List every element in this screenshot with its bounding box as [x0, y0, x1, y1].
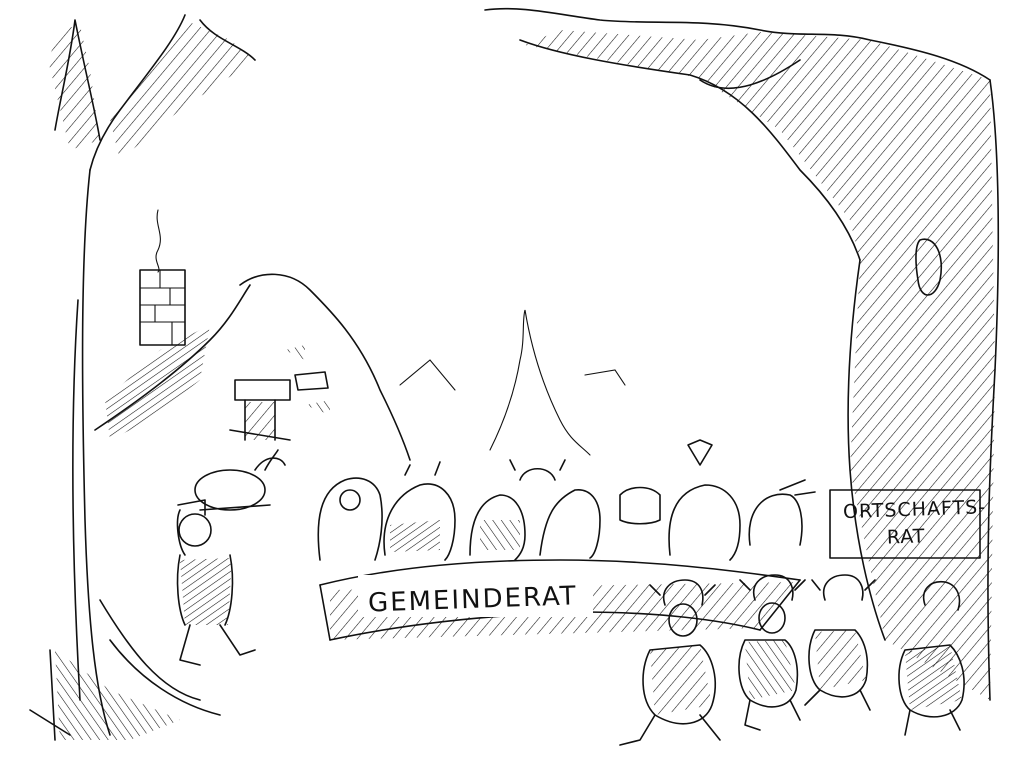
waiter-with-roast — [176, 449, 286, 666]
hut — [94, 209, 411, 461]
right-tree — [484, 7, 1000, 701]
ortschaftsrat-sign — [829, 489, 981, 559]
marching-figure-3 — [804, 574, 876, 711]
background-huts — [399, 309, 626, 456]
left-tree — [29, 14, 256, 741]
marching-figure-4 — [898, 580, 965, 736]
sign-line-2: RAT — [887, 525, 926, 548]
council-members — [317, 439, 816, 561]
marching-figure-2 — [738, 574, 806, 731]
banner-text: GEMEINDERAT — [368, 581, 579, 618]
marching-figure-1 — [619, 579, 721, 746]
council-table — [319, 559, 801, 641]
sign-line-1: ORTSCHAFTS- — [843, 496, 987, 523]
